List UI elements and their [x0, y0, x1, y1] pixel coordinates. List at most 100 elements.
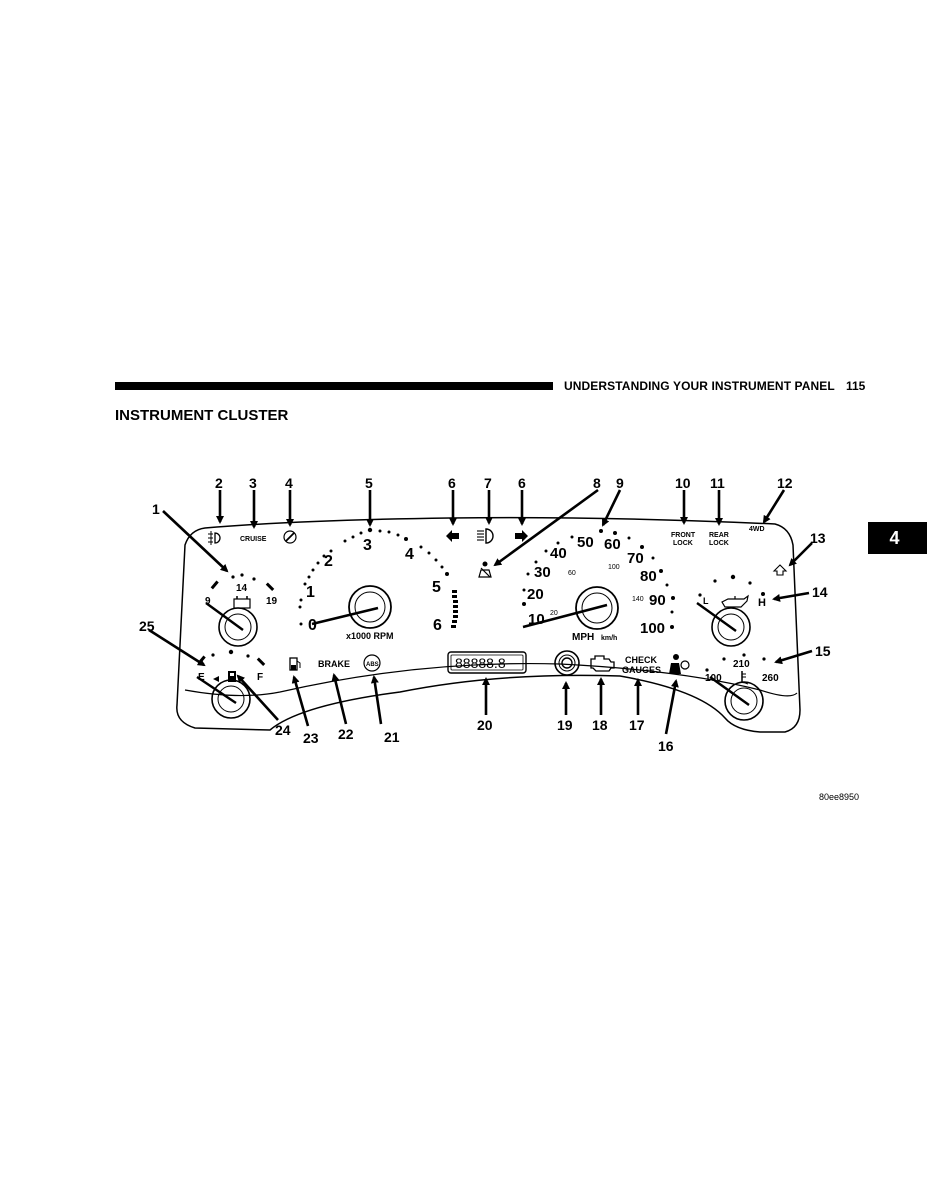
rear-lock-indicator-line2: LOCK [709, 540, 729, 547]
speed-dots [522, 529, 675, 629]
fog-lamp-icon [208, 531, 221, 545]
callout-1: 1 [152, 501, 160, 517]
callout-arrows [148, 488, 813, 735]
callout-9: 9 [616, 475, 624, 491]
callout-8: 8 [593, 475, 601, 491]
upshift-arrow-icon [772, 564, 788, 576]
callout-6-left: 6 [448, 475, 456, 491]
check-gauges-line2: GAUGES [622, 665, 661, 675]
tach-dots [298, 527, 449, 626]
tach-label-0: 0 [308, 617, 317, 634]
header-rule [115, 382, 553, 390]
callout-19: 19 [557, 717, 573, 733]
mph-label-100: 100 [640, 620, 665, 637]
callout-5: 5 [365, 475, 373, 491]
mph-label-50: 50 [577, 534, 594, 551]
odometer-reading: 88888.8 [455, 655, 506, 671]
tach-label-3: 3 [363, 537, 372, 554]
tachometer-gauge: 0 1 2 3 4 5 6 x1000 RPM [298, 527, 458, 641]
callout-18: 18 [592, 717, 608, 733]
tach-label-5: 5 [432, 579, 441, 596]
high-beam-icon [477, 528, 494, 544]
running-header: UNDERSTANDING YOUR INSTRUMENT PANEL [564, 379, 835, 393]
temp-label-260: 260 [762, 673, 779, 684]
tach-label-4: 4 [405, 546, 414, 563]
fuel-label-f: F [257, 672, 263, 683]
chapter-tab: 4 [868, 522, 927, 554]
volt-tick-high [265, 582, 275, 591]
page-number: 115 [846, 379, 866, 393]
check-engine-icon [590, 655, 615, 672]
front-lock-indicator-line1: FRONT [671, 532, 696, 539]
oil-pressure-gauge: L H [696, 574, 766, 647]
mph-label-70: 70 [627, 550, 644, 567]
low-fuel-icon [289, 657, 301, 671]
temp-label-210: 210 [733, 659, 750, 670]
callout-4: 4 [285, 475, 293, 491]
wrench-service-icon [283, 530, 297, 544]
mph-label-10: 10 [528, 611, 545, 628]
kmh-label-20: 20 [550, 610, 558, 617]
volt-label-19: 19 [266, 596, 278, 607]
mph-label-30: 30 [534, 564, 551, 581]
callout-16: 16 [658, 738, 674, 754]
volt-label-9: 9 [205, 596, 211, 607]
callout-15: 15 [815, 643, 831, 659]
mph-label-80: 80 [640, 568, 657, 585]
tach-redline [451, 590, 458, 628]
figure-code: 80ee8950 [819, 792, 860, 802]
kmh-label-100: 100 [608, 564, 620, 571]
temperature-gauge: 100 210 260 [705, 653, 779, 721]
callout-6-right: 6 [518, 475, 526, 491]
volt-label-14: 14 [236, 583, 248, 594]
callout-11: 11 [710, 475, 725, 491]
tach-label-6: 6 [433, 617, 442, 634]
speed-unit-kmh: km/h [601, 635, 617, 642]
callout-14: 14 [812, 584, 828, 600]
fuel-pump-icon [213, 671, 236, 682]
speedometer-gauge: 10 20 30 40 50 60 70 80 90 100 20 60 100… [522, 529, 675, 643]
callout-23: 23 [303, 730, 319, 746]
callout-25: 25 [139, 618, 155, 634]
callout-17: 17 [629, 717, 645, 733]
callout-13: 13 [810, 530, 826, 546]
fuel-label-e: E [198, 672, 205, 683]
tach-label-1: 1 [306, 584, 315, 601]
coolant-thermometer-icon [735, 671, 749, 685]
callout-2: 2 [215, 475, 223, 491]
tach-unit-label: x1000 RPM [346, 631, 394, 641]
four-wd-indicator: 4WD [749, 526, 765, 533]
mph-label-90: 90 [649, 592, 666, 609]
dome-light-icon [554, 650, 580, 676]
cruise-indicator: CRUISE [240, 536, 267, 543]
oil-label-l: L [703, 596, 709, 606]
speed-unit-mph: MPH [572, 632, 594, 643]
mph-label-60: 60 [604, 536, 621, 553]
airbag-icon [669, 654, 690, 674]
voltmeter-gauge: 9 14 19 [205, 573, 278, 647]
battery-icon [233, 596, 251, 609]
tach-label-2: 2 [324, 553, 333, 570]
front-lock-indicator-line2: LOCK [673, 540, 693, 547]
callout-22: 22 [338, 726, 354, 742]
callout-10: 10 [675, 475, 691, 491]
kmh-label-140: 140 [632, 596, 644, 603]
left-turn-signal-icon [446, 530, 459, 542]
mph-label-40: 40 [550, 545, 567, 562]
odometer-display: 88888.8 [447, 651, 527, 674]
section-title: INSTRUMENT CLUSTER [115, 407, 289, 424]
temp-label-100: 100 [705, 673, 722, 684]
seatbelt-icon [478, 561, 492, 578]
right-turn-signal-icon [515, 530, 528, 542]
callout-3: 3 [249, 475, 257, 491]
check-gauges-line1: CHECK [625, 655, 658, 665]
rear-lock-indicator-line1: REAR [709, 532, 729, 539]
abs-icon: ABS [363, 654, 381, 672]
svg-text:ABS: ABS [366, 662, 379, 668]
cluster-outline [176, 516, 801, 733]
oil-can-icon [721, 594, 749, 608]
callout-7: 7 [484, 475, 492, 491]
oil-label-h: H [758, 597, 766, 609]
callout-24: 24 [275, 722, 291, 738]
